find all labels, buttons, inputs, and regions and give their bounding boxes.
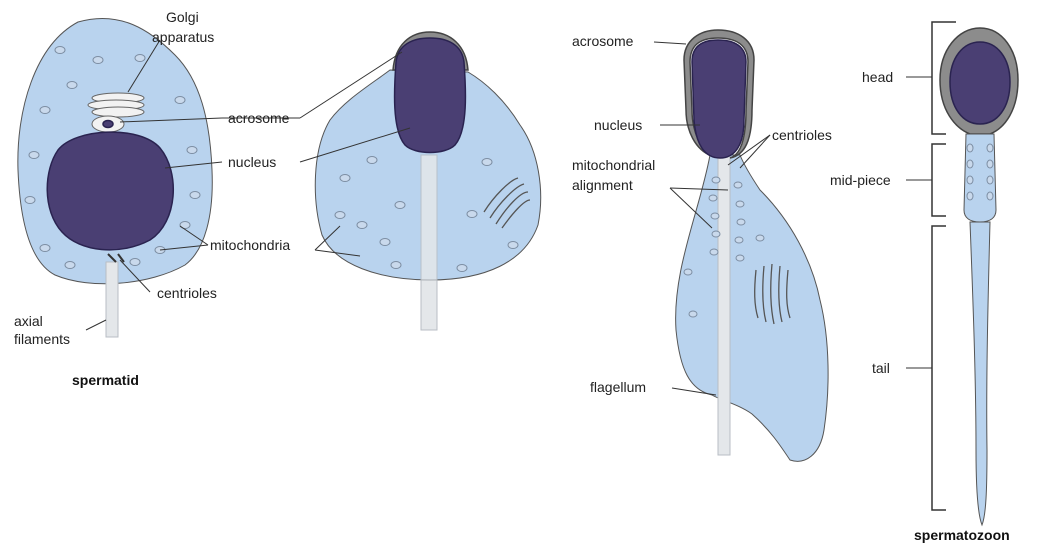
- golgi-apparatus: [88, 93, 144, 117]
- label-mito-alignment-2: alignment: [572, 177, 633, 193]
- label-nucleus-stage3: nucleus: [594, 117, 642, 133]
- spermatozoon-tail: [970, 222, 990, 525]
- label-axial-filaments-2: filaments: [14, 331, 70, 347]
- acrosomal-granule: [103, 121, 113, 128]
- stage3-flagellum: [718, 155, 730, 455]
- stage3-cytoplasm: [676, 155, 828, 461]
- stage2-cell: [315, 32, 540, 330]
- axial-filaments: [106, 262, 118, 337]
- label-golgi-apparatus-1: Golgi: [166, 9, 199, 25]
- label-mitochondria: mitochondria: [210, 237, 290, 253]
- spermatozoon-nucleus: [950, 42, 1010, 124]
- spermatid-nucleus: [47, 132, 173, 250]
- label-acrosome-spermatid: acrosome: [228, 110, 290, 126]
- stage2-axial-core: [421, 155, 437, 280]
- stage3-cell: [676, 30, 828, 461]
- label-centrioles-stage3: centrioles: [772, 127, 832, 143]
- label-nucleus-spermatid: nucleus: [228, 154, 276, 170]
- label-golgi-apparatus-2: apparatus: [152, 29, 214, 45]
- label-centrioles-spermatid: centrioles: [157, 285, 217, 301]
- stage2-nucleus: [395, 38, 466, 153]
- label-head: head: [862, 69, 893, 85]
- label-spermatozoon: spermatozoon: [914, 527, 1010, 543]
- label-mito-alignment-1: mitochondrial: [572, 157, 655, 173]
- label-flagellum: flagellum: [590, 379, 646, 395]
- label-tail: tail: [872, 360, 890, 376]
- spermatozoon: [932, 22, 1018, 525]
- label-spermatid: spermatid: [72, 372, 139, 388]
- stage3-nucleus: [692, 40, 746, 158]
- label-axial-filaments-1: axial: [14, 313, 43, 329]
- label-mid-piece: mid-piece: [830, 172, 891, 188]
- label-acrosome-stage3: acrosome: [572, 33, 634, 49]
